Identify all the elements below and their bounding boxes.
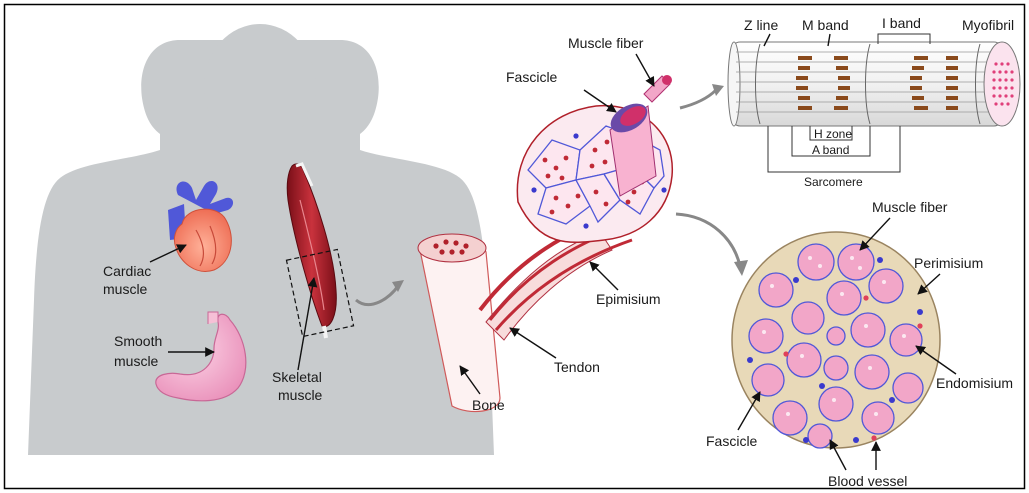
myofibril-end <box>984 42 1020 126</box>
label-blood-vessel: Blood vessel <box>828 473 907 489</box>
label-epimisium: Epimisium <box>596 291 661 307</box>
myofibril-panel: Z line M band I band Myofibril H zone A … <box>728 15 1020 189</box>
label-a-band: A band <box>812 143 849 157</box>
label-skeletal-line1: Skeletal <box>272 369 322 385</box>
label-endomisium: Endomisium <box>936 375 1013 391</box>
label-muscle-fiber-right: Muscle fiber <box>872 199 948 215</box>
label-muscle-fiber-top: Muscle fiber <box>568 35 644 51</box>
label-h-zone: H zone <box>814 127 852 141</box>
label-cardiac-line1: Cardiac <box>103 263 151 279</box>
flow-arrow-to-cross-section <box>676 214 740 266</box>
label-myofibril: Myofibril <box>962 17 1014 33</box>
flow-arrow-to-myofibril <box>680 90 716 108</box>
label-sarcomere: Sarcomere <box>804 175 863 189</box>
label-bone: Bone <box>472 397 505 413</box>
label-tendon: Tendon <box>554 359 600 375</box>
label-cardiac-line2: muscle <box>103 281 148 297</box>
label-skeletal-line2: muscle <box>278 387 323 403</box>
label-perimisium: Perimisium <box>914 255 983 271</box>
label-m-band: M band <box>802 17 849 33</box>
label-fascicle-top: Fascicle <box>506 69 558 85</box>
myofibril-tube <box>732 42 1002 126</box>
label-z-line: Z line <box>744 17 778 33</box>
cross-section-panel: Muscle fiber Perimisium Endomisium Fasci… <box>706 199 1013 489</box>
label-fascicle-bottom: Fascicle <box>706 433 758 449</box>
label-smooth-line1: Smooth <box>114 333 162 349</box>
label-i-band: I band <box>882 15 921 31</box>
label-smooth-line2: muscle <box>114 353 159 369</box>
